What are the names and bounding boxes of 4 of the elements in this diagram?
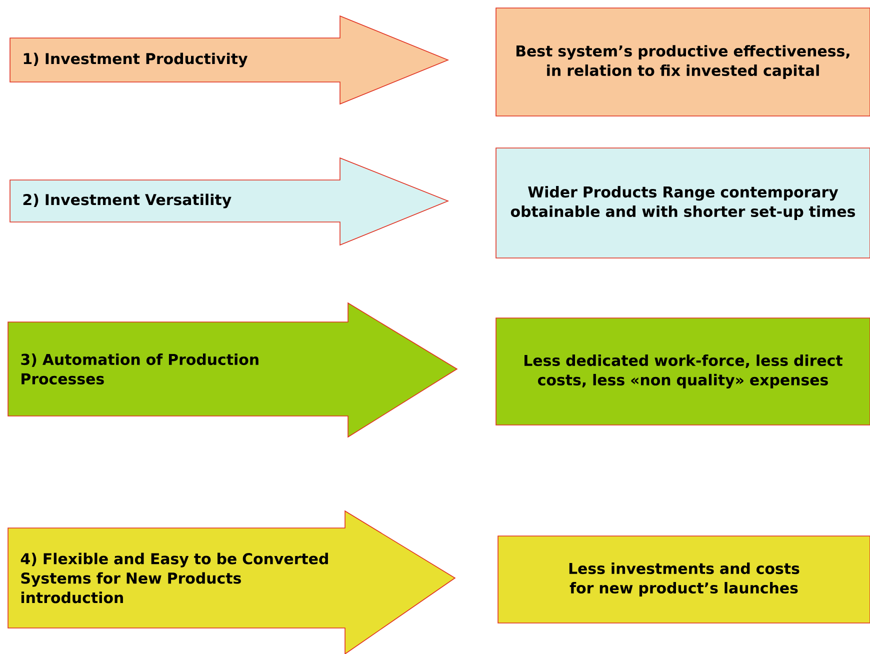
text-box: Less investments and costs for new product’s launches [498,536,870,624]
text-box: Best system’s productive effectiveness, in relation to fix invested capital [496,8,870,116]
text-box: Wider Products Range contemporary obtainable and with shorter set-up times [496,148,870,258]
text-box: Less dedicated work-force, less direct costs, less «non quality» expenses [496,318,870,426]
